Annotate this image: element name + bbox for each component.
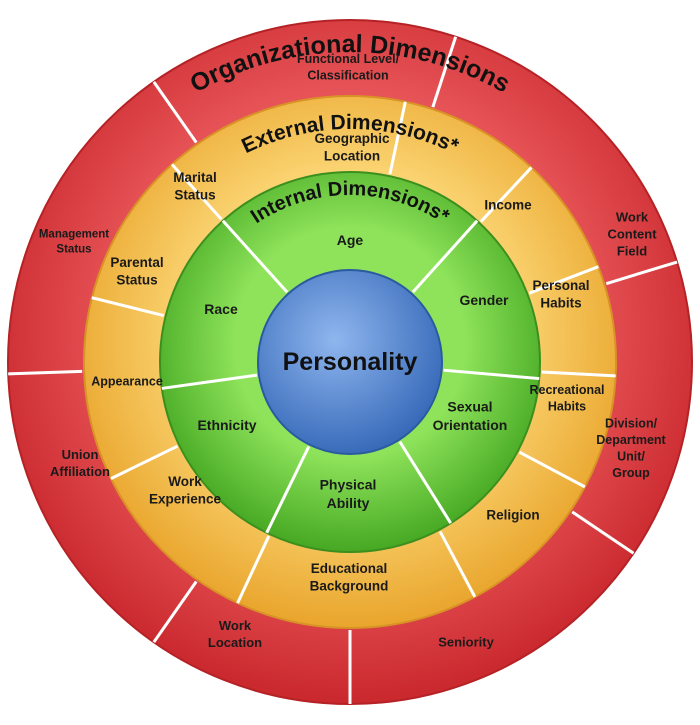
divider-line [528,265,599,295]
divider-line [479,166,533,223]
divider-line [541,370,616,378]
internal-label-gender: Gender [459,292,509,308]
organizational-label-functional-level-classification: Functional Level/Classification [297,52,400,83]
external-label-appearance: Appearance [91,374,163,388]
divider-line [571,510,635,555]
divider-line [8,369,83,376]
divider-line [411,219,479,294]
personality-label: Personality [283,348,418,376]
internal-label-age: Age [337,232,364,248]
internal-label-ethnicity: Ethnicity [197,417,256,433]
divider-line [161,373,258,390]
divider-line [388,101,407,175]
divider-line [110,444,179,480]
internal-label-race: Race [204,301,238,317]
divider-line [170,163,223,221]
divider-line [236,535,271,604]
divider-line [438,530,477,598]
personality-core [257,269,443,455]
organizational-label-seniority: Seniority [438,635,494,650]
divider-line [152,80,198,144]
divider-line [518,450,586,489]
divider-line [398,440,452,524]
segment-dividers [8,36,678,704]
divider-line [443,368,540,381]
divider-line [605,260,678,286]
divider-line [91,296,165,318]
divider-line [221,219,289,294]
divider-line [152,580,198,644]
external-label-income: Income [484,198,532,213]
divider-line [265,445,311,534]
external-label-religion: Religion [486,508,539,523]
divider-line [431,36,458,108]
